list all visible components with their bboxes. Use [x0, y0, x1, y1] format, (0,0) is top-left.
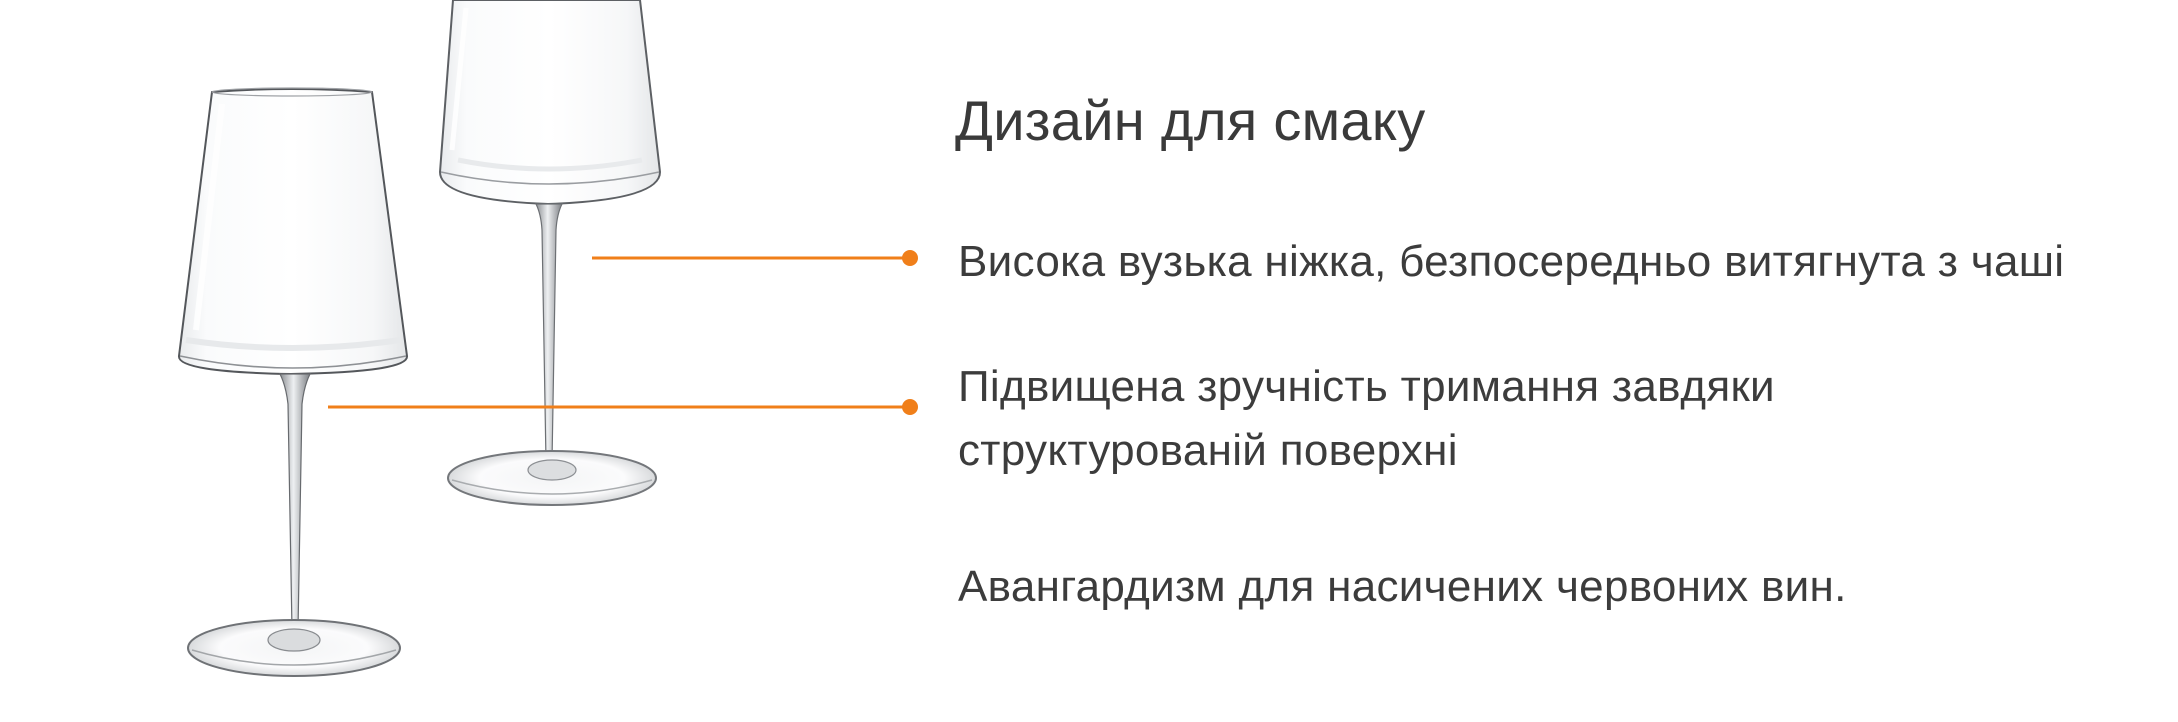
feature-grip: Підвищена зручність тримання завдяки стр…	[958, 355, 1775, 483]
feature-avantgarde: Авангардизм для насичених червоних вин.	[958, 555, 1847, 619]
feature-stem-line-1: Висока вузька ніжка, безпосередньо витяг…	[958, 237, 2065, 286]
back-wine-glass	[438, 0, 662, 506]
feature-stem: Висока вузька ніжка, безпосередньо витяг…	[958, 230, 2064, 294]
front-wine-glass	[178, 87, 408, 677]
callout-stem	[592, 250, 918, 266]
feature-avantgarde-line-1: Авангардизм для насичених червоних вин.	[958, 562, 1847, 611]
callout-grip	[328, 399, 918, 415]
feature-grip-line-2: структурованій поверхні	[958, 426, 1458, 475]
feature-grip-line-1: Підвищена зручність тримання завдяки	[958, 362, 1775, 411]
page-title: Дизайн для смаку	[955, 89, 1426, 152]
